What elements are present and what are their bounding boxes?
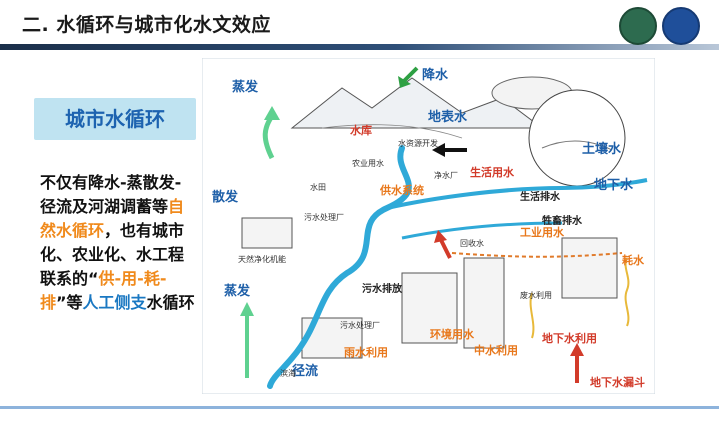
label-sewage-plant-2: 污水处理厂 [340, 321, 380, 330]
institute-logo-icon [662, 7, 700, 45]
university-logo-icon [619, 7, 657, 45]
red-arrow [438, 237, 452, 259]
label-recycle-water: 回收水 [460, 239, 484, 248]
river-path [267, 145, 412, 389]
body-paragraph: 不仅有降水-蒸散发-径流及河湖调蓄等自然水循环，也有城市化、农业化、水工程联系的… [40, 171, 195, 315]
building-block [561, 237, 618, 299]
label-evapotranspiration: 散发 [212, 190, 239, 205]
label-runoff: 径流 [292, 364, 319, 379]
section-badge: 城市水循环 [34, 98, 196, 140]
highlight-artificial-branch: 人工侧支 [82, 293, 147, 312]
label-wastewater-reuse: 废水利用 [520, 291, 552, 300]
slide-title: 二. 水循环与城市化水文效应 [22, 14, 271, 36]
label-groundwater: 地下水 [594, 178, 634, 193]
label-gw-use: 地下水利用 [542, 332, 597, 345]
urban-water-cycle-diagram: 降水 蒸发 地表水 土壤水 散发 地下水 水库 水资源开发 农业用水 水田 供水… [201, 57, 656, 395]
label-env-water: 环境用水 [430, 328, 474, 341]
highlight-natural-cycle: 自然水循环 [40, 197, 185, 240]
label-water-dev: 水资源开发 [398, 139, 438, 148]
consumption-flow [451, 252, 623, 258]
label-sewage-drain: 污水排放 [362, 284, 402, 295]
body-text-4: 水循环 [146, 293, 195, 312]
label-consume: 耗水 [622, 254, 644, 267]
label-rain: 降水 [422, 68, 449, 83]
forest-box [241, 217, 293, 249]
label-supply-system: 供水系统 [380, 184, 424, 197]
building-block [401, 272, 458, 344]
label-livestock-drain: 牲畜排水 [542, 216, 582, 227]
title-underline [0, 44, 719, 50]
footer-line [0, 406, 719, 409]
label-life-drain: 生活排水 [520, 192, 560, 203]
drain-pipe [401, 221, 563, 240]
label-paddy: 水田 [310, 183, 326, 192]
body-text-1: 不仅有降水-蒸散发-径流及河湖调蓄等 [40, 173, 182, 216]
label-reservoir: 水库 [350, 124, 372, 137]
highlight-supply-chain: 供-用-耗-排 [40, 269, 167, 312]
consume-wave [529, 292, 535, 339]
supply-pipe [386, 178, 648, 210]
label-rainwater-use: 雨水利用 [344, 346, 388, 359]
label-surface-water: 地表水 [428, 110, 468, 125]
label-soil-water: 土壤水 [582, 142, 622, 157]
body-text-2: ，也有城市化、农业化、水工程联系的“ [40, 221, 185, 288]
label-life-use: 生活用水 [470, 166, 514, 179]
body-text-3: ”等 [56, 293, 83, 312]
label-sewage-plant: 污水处理厂 [304, 213, 344, 222]
label-agri-use: 农业用水 [352, 159, 384, 168]
label-coast: 滨海 [280, 369, 296, 378]
label-natural-purify: 天然净化机能 [238, 255, 286, 264]
consume-wave [624, 257, 630, 327]
label-purify-plant: 净水厂 [434, 171, 458, 180]
label-industry-use: 工业用水 [520, 226, 564, 239]
building-block [463, 257, 505, 349]
label-evap-top: 蒸发 [232, 80, 259, 95]
label-gw-leak: 地下水漏斗 [590, 376, 645, 389]
label-evap-bottom: 蒸发 [224, 284, 251, 299]
diagram-illustration [201, 57, 656, 395]
label-recycled-use: 中水利用 [474, 344, 518, 357]
